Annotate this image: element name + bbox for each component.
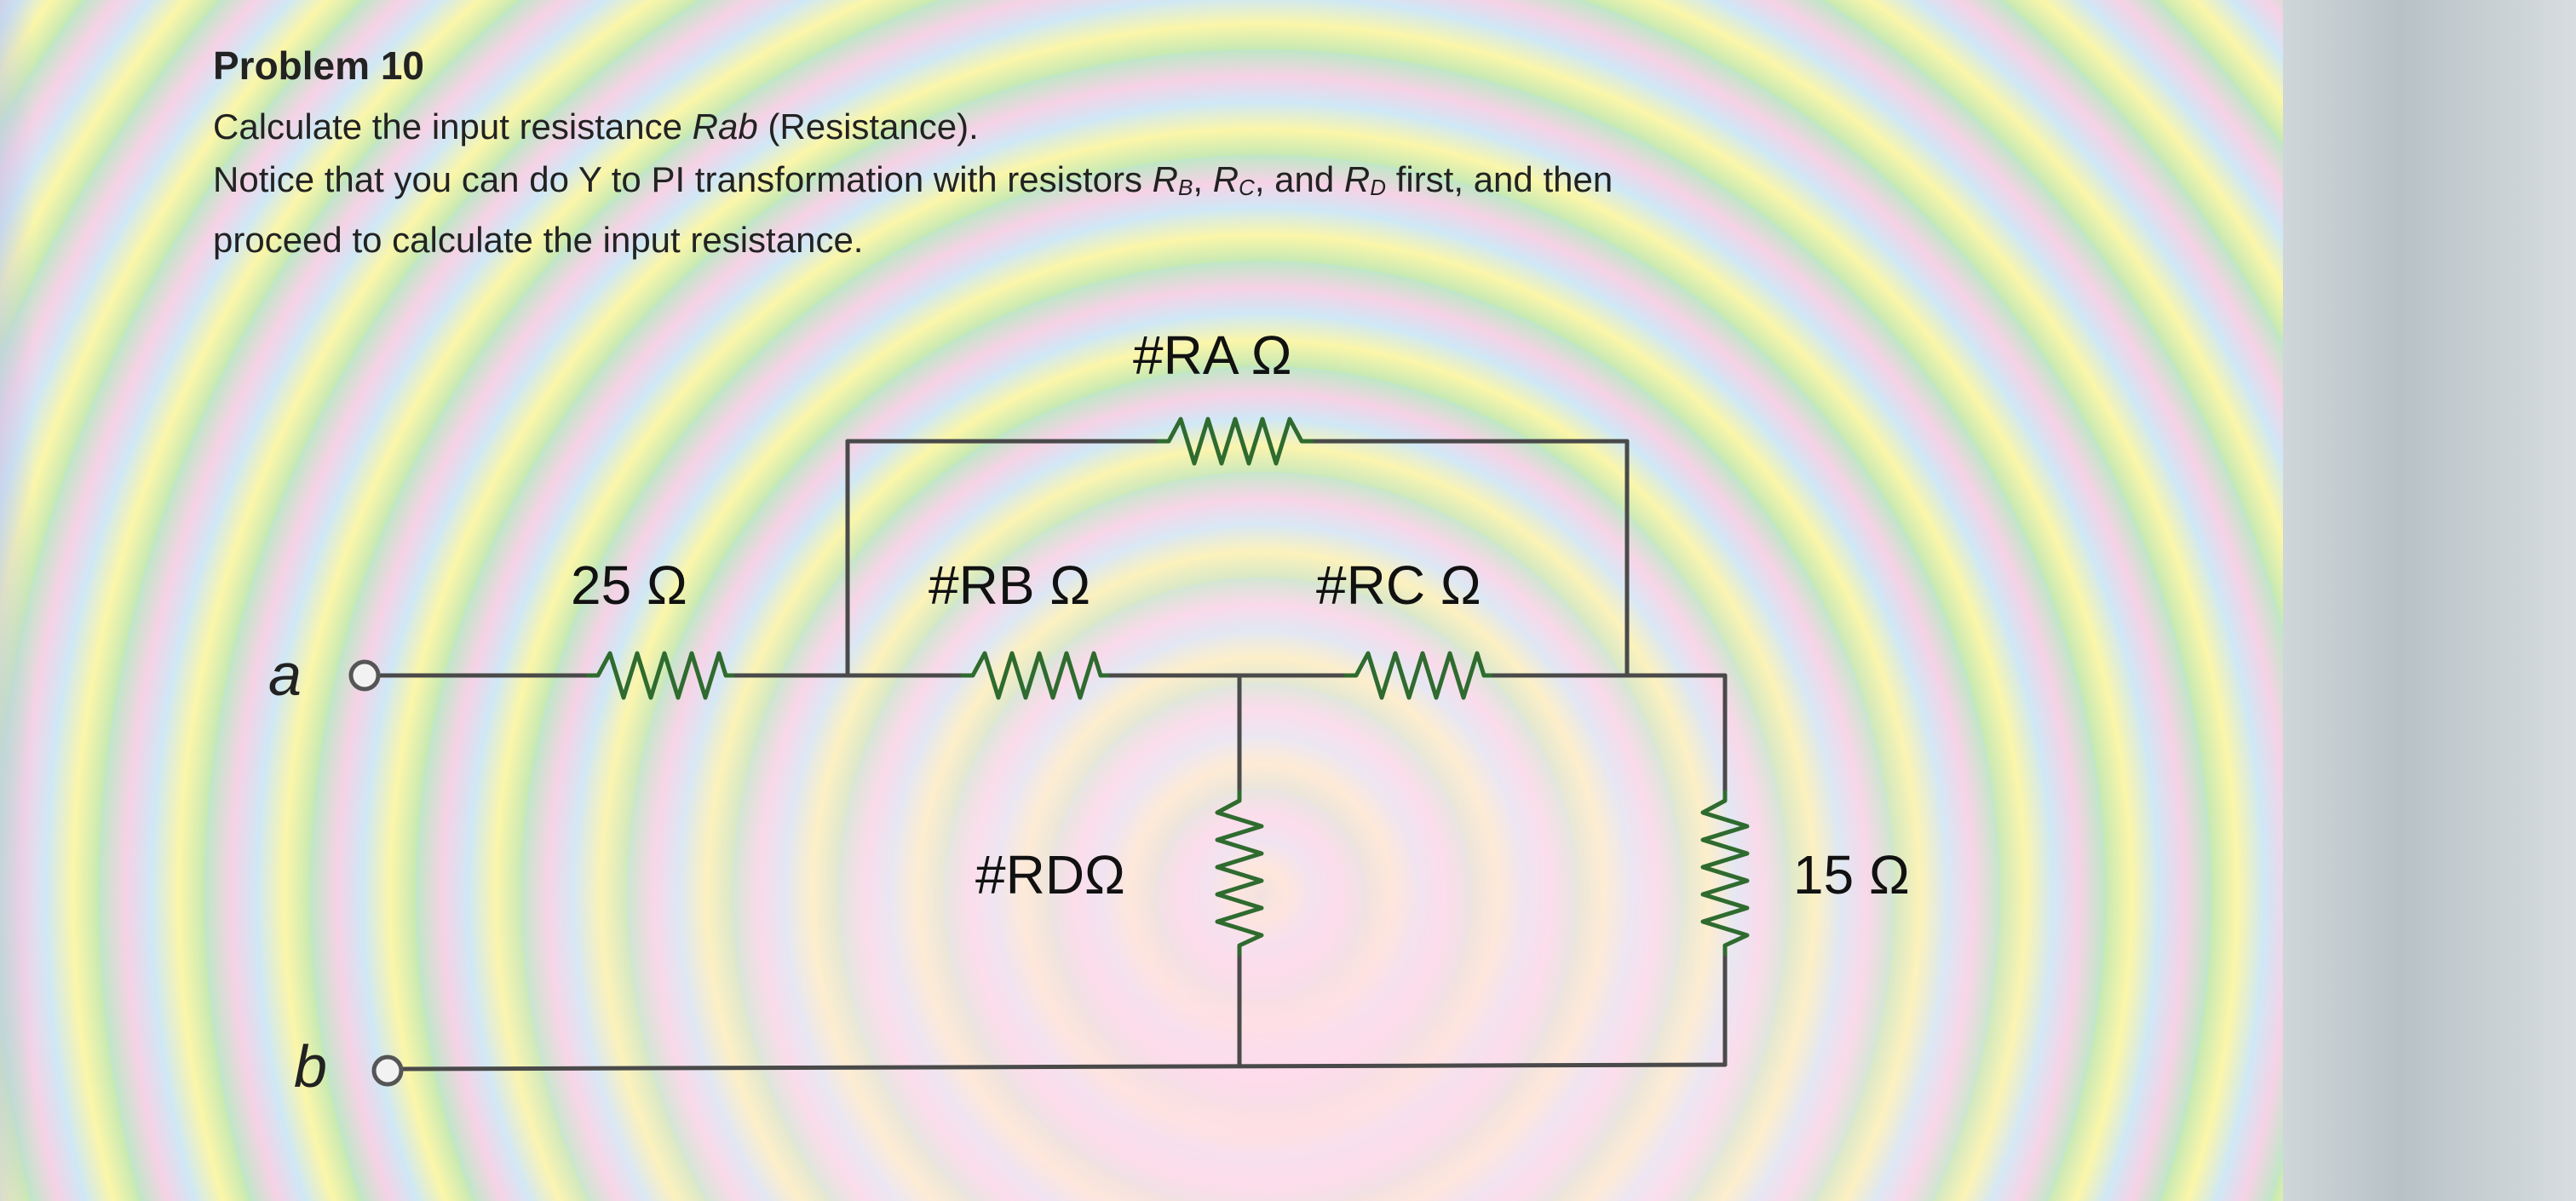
resistor-15 [1700,790,1750,957]
line1-prefix: Calculate the input resistance [213,106,693,147]
resistor-rb [960,651,1110,700]
screen-edge [0,0,34,1201]
line2-prefix: Notice that you can do Y to PI transform… [213,159,1153,199]
line1-suffix: (Resistance). [757,106,979,147]
monitor-bezel [2283,0,2576,1201]
problem-line-3: proceed to calculate the input resistanc… [213,220,864,260]
resistor-25 [585,651,735,700]
rd-subscript: D [1370,175,1387,200]
line2-suffix: first, and then [1386,159,1613,199]
terminal-b-label: b [294,1033,327,1100]
rc-symbol: R [1212,159,1239,199]
resistor-ra [1156,417,1314,466]
rb-subscript: B [1178,175,1193,200]
problem-title: Problem 10 [213,43,424,88]
label-15: 15 Ω [1793,844,1910,905]
resistor-rd [1215,790,1264,957]
problem-line-2: Notice that you can do Y to PI transform… [213,159,1613,200]
rc-subscript: C [1239,175,1255,200]
rd-symbol: R [1343,159,1371,199]
line2-and: and [1274,159,1344,199]
rb-symbol: R [1152,159,1178,199]
label-25: 25 Ω [571,555,687,616]
terminal-b-circle [371,1054,404,1087]
terminal-a-circle [348,659,381,692]
problem-statement: Problem 10 Calculate the input resistanc… [213,43,2087,267]
label-rc: #RC Ω [1316,555,1481,616]
wire-bottom-rail [398,1062,1728,1072]
resistor-rc [1343,651,1493,700]
rab-variable: Rab [692,106,758,147]
label-rb: #RB Ω [929,555,1091,616]
label-rd: #RDΩ [975,844,1125,905]
label-ra: #RA Ω [1133,325,1292,386]
problem-line-1: Calculate the input resistance Rab (Resi… [213,101,2087,153]
terminal-a-label: a [268,641,302,708]
